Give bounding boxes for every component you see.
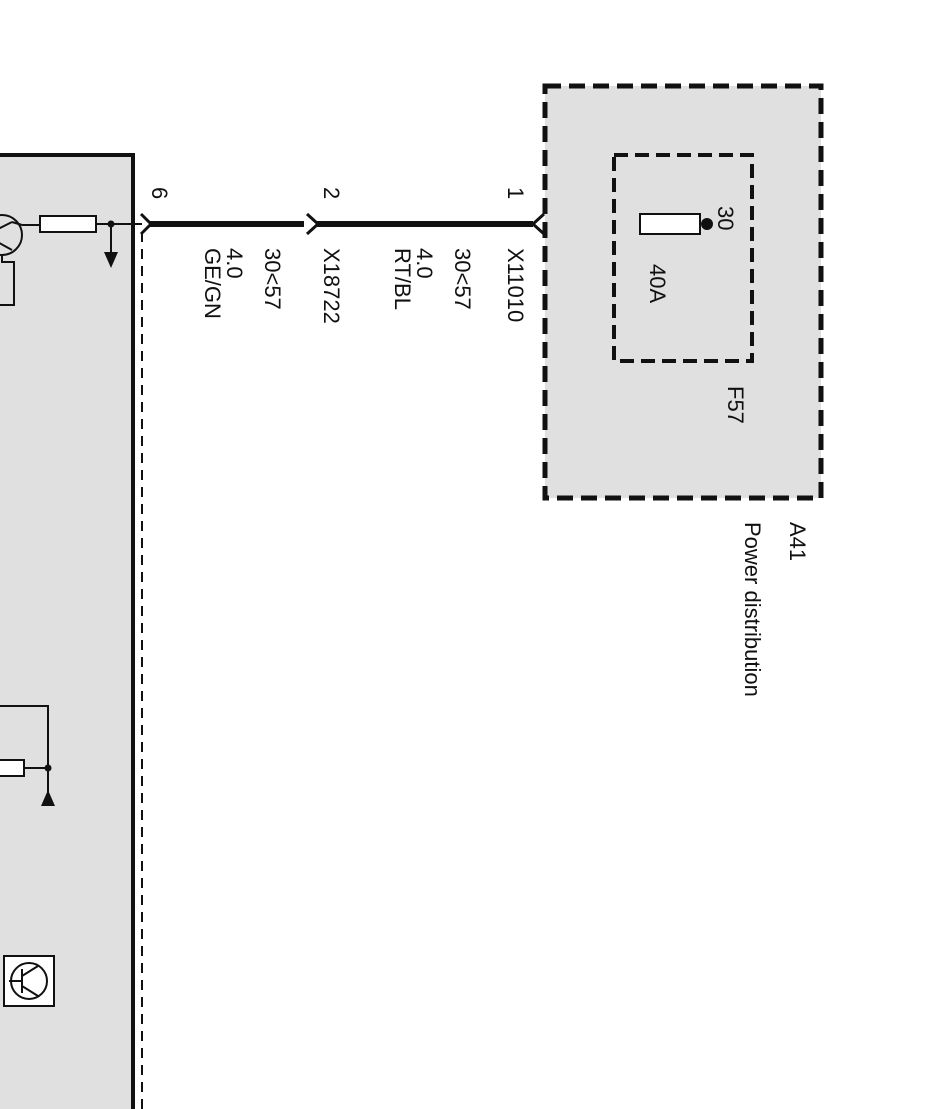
transistor-box-icon (3, 955, 55, 1007)
fuse-housing-outline (612, 153, 754, 363)
power-distribution-name: Power distribution (740, 522, 765, 697)
internal-trace-loop (0, 255, 15, 306)
terminal-dot (701, 218, 713, 230)
connector-id-x18722: X18722 (319, 248, 344, 324)
fuse-id-label: F57 (723, 386, 748, 424)
resistor-symbol-2 (0, 759, 25, 777)
pin-labels: 1 2 6 (147, 187, 528, 199)
connector-pin-2: 2 (319, 187, 344, 199)
fuse-rating-label: 40A (645, 264, 670, 303)
connector-chevron-x11010 (530, 212, 546, 236)
control-module-body (0, 154, 133, 1109)
connector-id-x11010: X11010 (503, 248, 528, 322)
power-distribution-box (542, 83, 824, 501)
fuse-symbol (639, 213, 701, 235)
power-distribution-outline (542, 83, 824, 501)
wire-color-lower: GE/GN (200, 248, 225, 319)
wire-circuit-lower: 30<57 (260, 248, 285, 310)
wire-color-upper: RT/BL (390, 248, 415, 310)
wire-gauge-upper: 4.0 (412, 248, 437, 279)
control-module-border (0, 153, 135, 1109)
fuse-terminal-label: 30 (713, 206, 738, 230)
ground-arrow-icon (104, 252, 118, 268)
connector-chevron-module (139, 212, 154, 236)
control-module (0, 153, 143, 1109)
wire-gauge-lower: 4.0 (222, 248, 247, 279)
internal-trace-lower (0, 705, 49, 768)
connector-chevron-x18722 (305, 212, 321, 236)
fuse-labels: 30 40A F57 (645, 206, 748, 424)
resistor-symbol (39, 215, 97, 233)
connector-pin-6: 6 (147, 187, 172, 199)
module-labels: A41 Power distribution (740, 522, 810, 697)
wire-circuit-upper: 30<57 (450, 248, 475, 310)
power-distribution-id: A41 (785, 522, 810, 561)
wire-upper-labels: 30<57 4.0 RT/BL (390, 248, 475, 310)
wire-lower-labels: 30<57 4.0 GE/GN (200, 248, 285, 319)
connector-pin-1: 1 (503, 187, 528, 199)
connector-ids: X11010 X18722 (319, 248, 528, 324)
supply-arrow-icon (41, 790, 55, 806)
